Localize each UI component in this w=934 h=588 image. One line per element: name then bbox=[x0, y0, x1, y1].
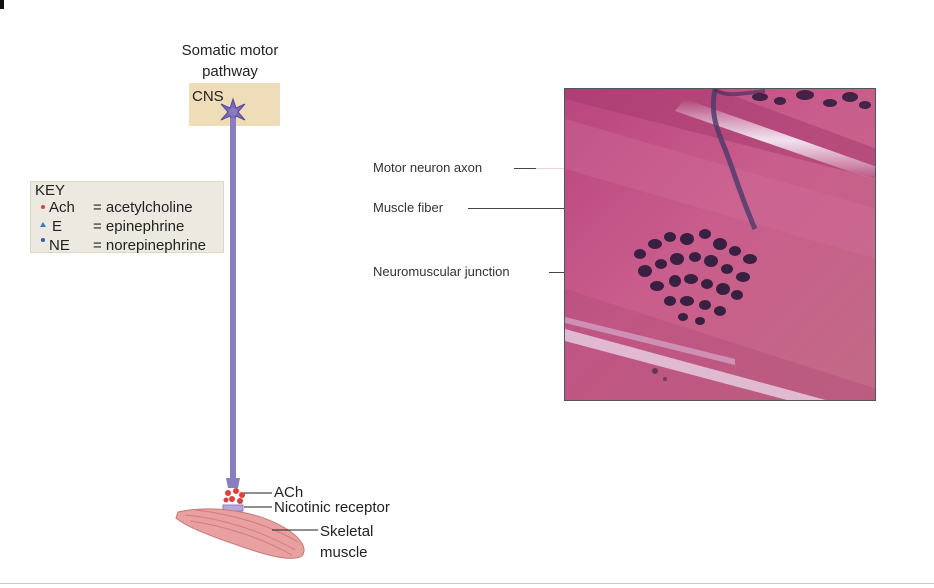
norepinephrine-dot-icon bbox=[41, 238, 45, 242]
corner-mark bbox=[0, 0, 4, 9]
cns-label: CNS bbox=[192, 88, 224, 105]
pathway-title: Somatic motor pathway bbox=[181, 42, 279, 80]
key-title: KEY bbox=[35, 182, 66, 199]
muscle-fiber-label: Muscle fiber bbox=[373, 200, 444, 215]
nicotinic-receptor-label: Nicotinic receptor bbox=[274, 499, 390, 516]
ach-dot-icon bbox=[41, 205, 45, 209]
motor-neuron-axon-label: Motor neuron axon bbox=[373, 160, 483, 175]
micrograph-drawing bbox=[565, 89, 875, 400]
key-definition: = acetylcholine bbox=[93, 199, 193, 216]
skeletal-muscle-label-line2: muscle bbox=[320, 544, 368, 561]
micrograph-image bbox=[564, 88, 876, 401]
epinephrine-triangle-icon bbox=[40, 222, 46, 227]
bottom-divider bbox=[0, 583, 934, 584]
ach-vesicles bbox=[223, 488, 245, 504]
key-definition: = epinephrine bbox=[93, 218, 185, 235]
key-definition: = norepinephrine bbox=[93, 237, 207, 254]
key-box bbox=[30, 181, 224, 253]
ach-label: ACh bbox=[274, 484, 304, 501]
neuromuscular-junction-label: Neuromuscular junction bbox=[373, 264, 510, 279]
key-abbr: Ach bbox=[49, 199, 75, 216]
axon bbox=[230, 118, 236, 478]
axon-terminal bbox=[226, 478, 240, 488]
skeletal-muscle bbox=[175, 508, 305, 559]
skeletal-muscle-label-line1: Skeletal bbox=[320, 523, 374, 540]
key-abbr: NE bbox=[49, 237, 70, 254]
key-abbr: E bbox=[52, 218, 63, 235]
